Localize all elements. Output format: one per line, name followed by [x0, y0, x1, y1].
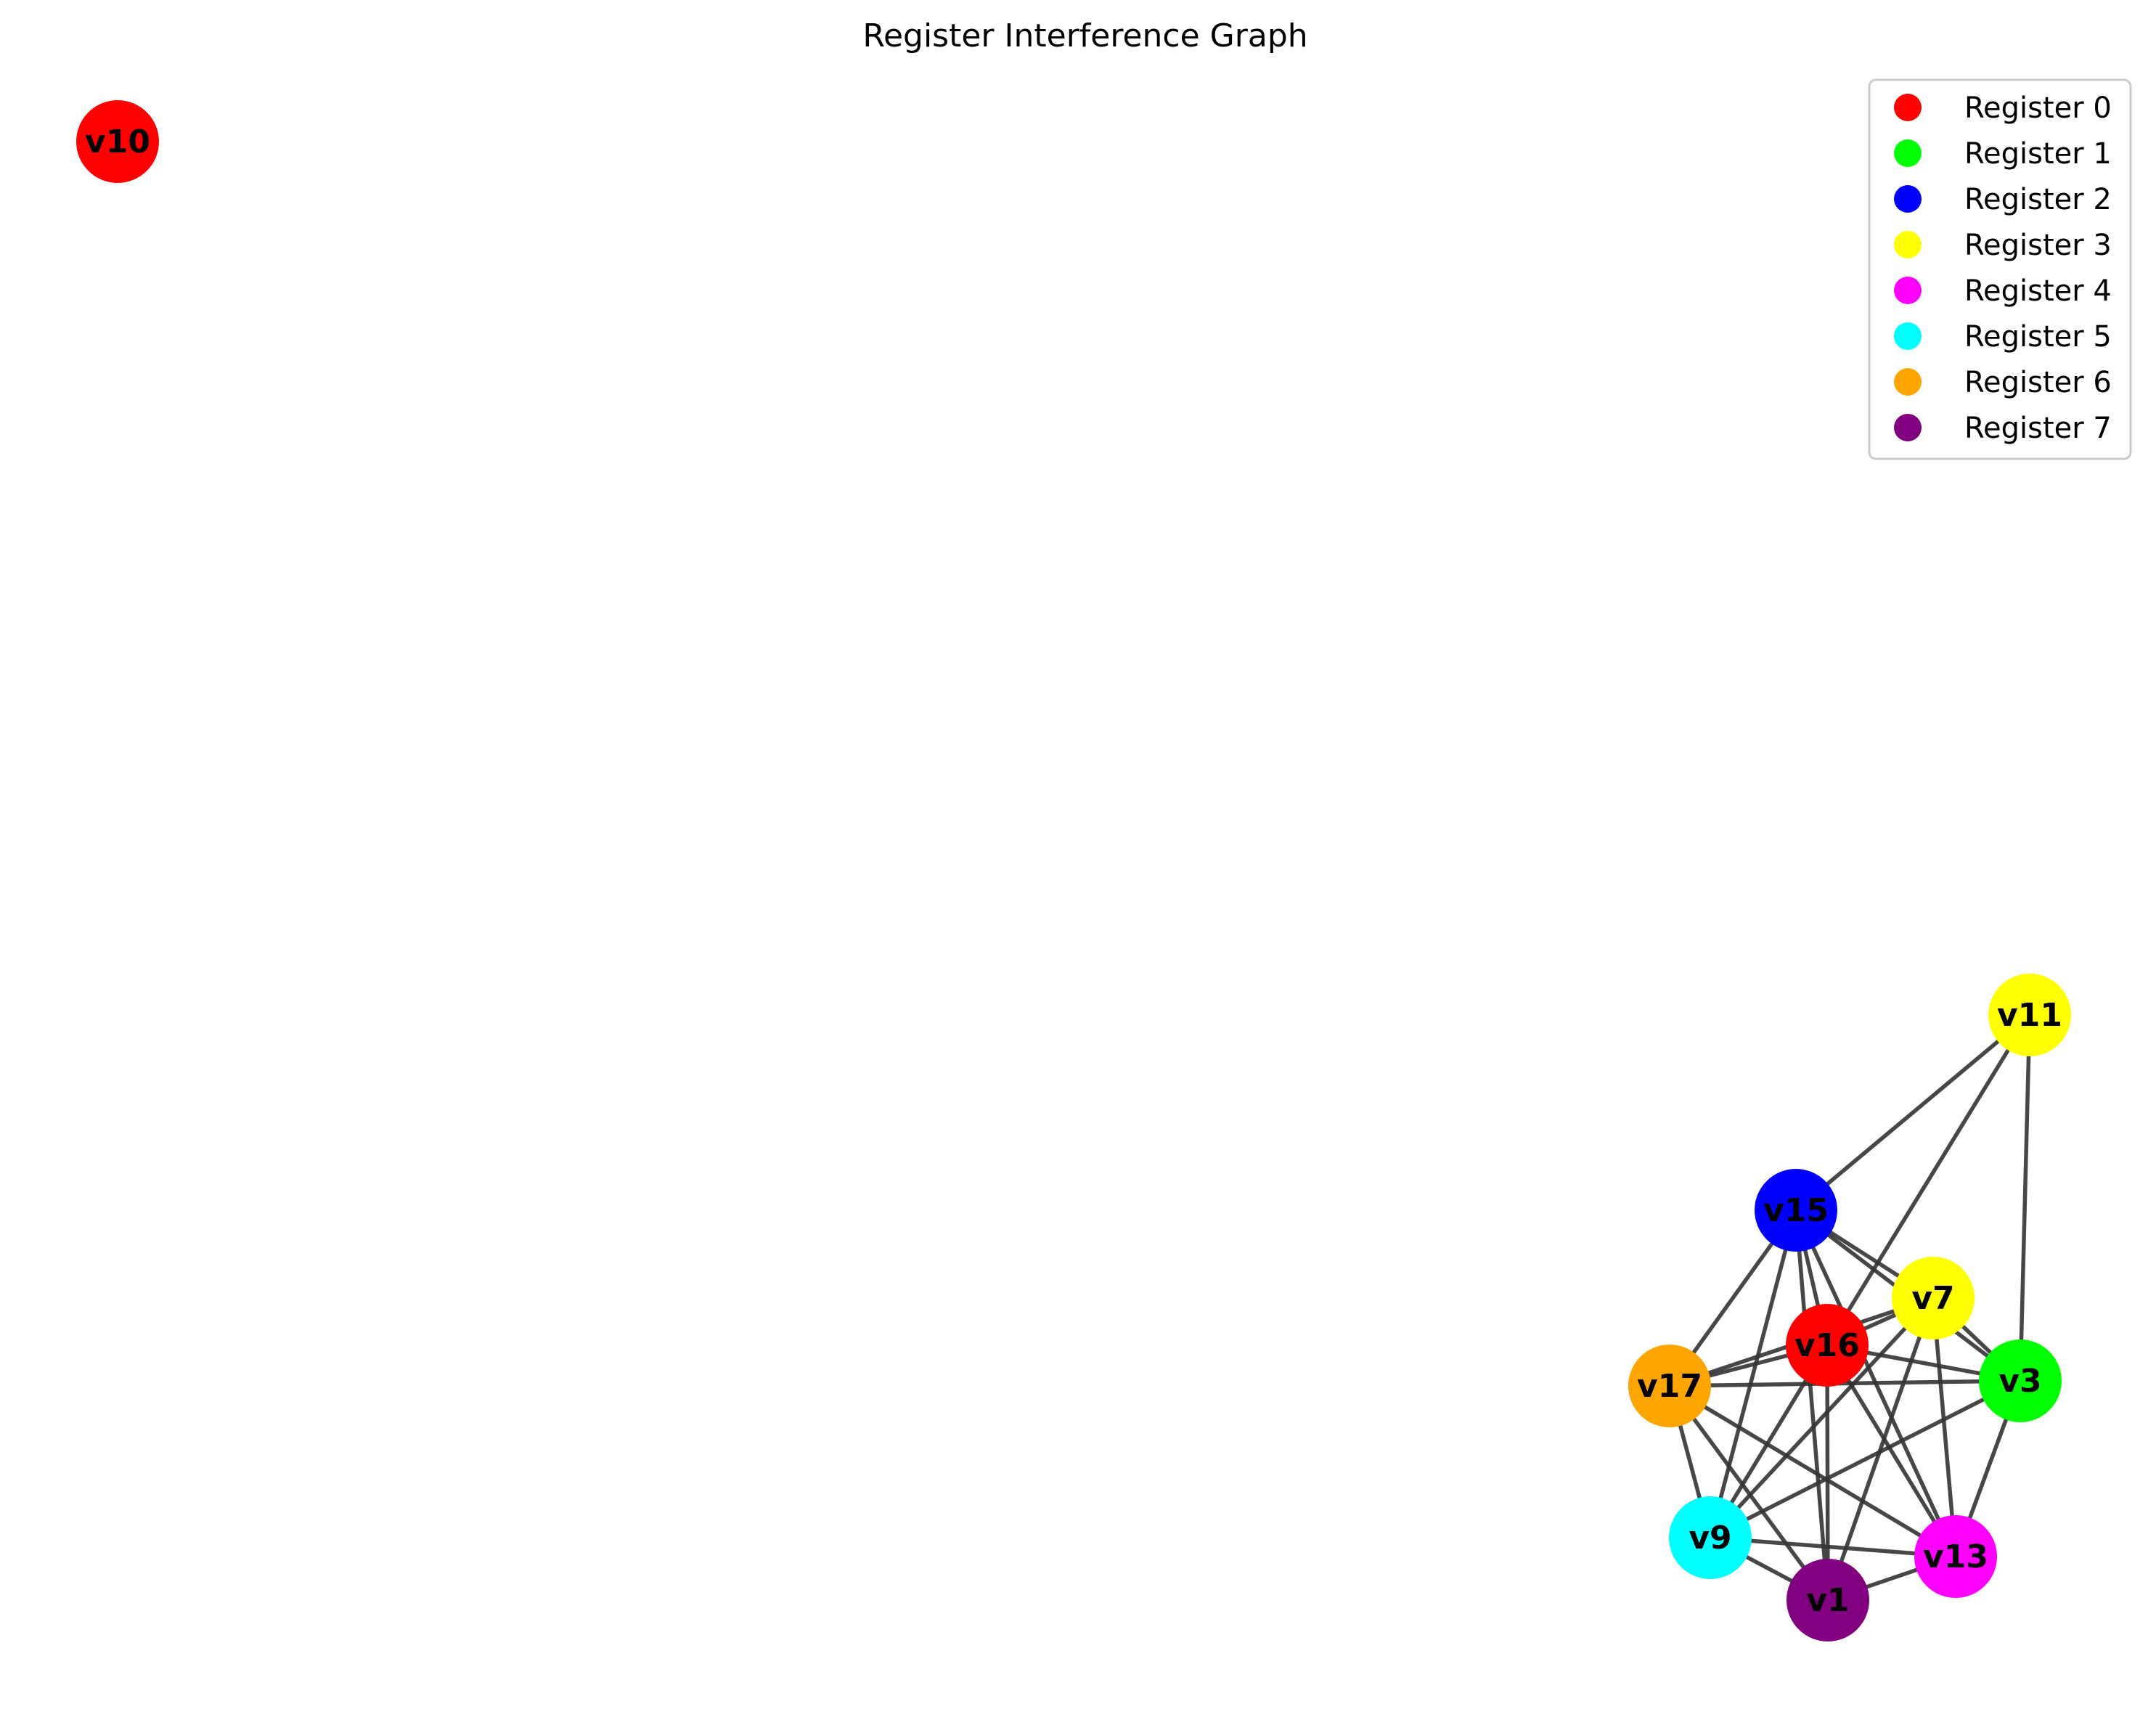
node-v11: v11 — [1988, 974, 2071, 1056]
node-label-v11: v11 — [1997, 997, 2062, 1034]
node-label-v13: v13 — [1923, 1538, 1988, 1575]
node-circle-v1 — [1787, 1559, 1869, 1641]
legend-frame — [1868, 78, 2132, 460]
edge-v7-v13 — [1931, 1297, 1958, 1557]
edge-v17-v1 — [1667, 1384, 1830, 1602]
node-v17: v17 — [1628, 1345, 1711, 1427]
legend-marker-0 — [1894, 94, 1922, 121]
node-label-v10: v10 — [85, 123, 150, 160]
edge-v11-v15 — [1794, 1013, 2031, 1212]
node-circle-v9 — [1669, 1496, 1752, 1579]
edge-v15-v9 — [1708, 1210, 1798, 1538]
node-label-v16: v16 — [1794, 1327, 1860, 1364]
edge-v7-v9 — [1708, 1297, 1935, 1539]
legend-label-6: Register 6 — [1964, 366, 2112, 399]
legend-marker-3 — [1894, 231, 1922, 258]
node-circle-v13 — [1914, 1515, 1997, 1598]
legend-label-4: Register 4 — [1964, 274, 2112, 308]
node-circle-v17 — [1628, 1345, 1711, 1427]
edge-v11-v3 — [2018, 1014, 2032, 1382]
node-v3: v3 — [1979, 1339, 2062, 1422]
legend-label-3: Register 3 — [1964, 229, 2112, 262]
edge-v3-v17 — [1669, 1379, 2021, 1388]
node-circle-v15 — [1755, 1169, 1837, 1252]
legend: Register 0 Register 1 Register 2 Register 3… — [1868, 78, 2132, 460]
node-circle-v16 — [1786, 1304, 1869, 1387]
node-circle-v3 — [1979, 1339, 2062, 1422]
node-v9: v9 — [1669, 1496, 1752, 1579]
legend-label-7: Register 7 — [1964, 412, 2112, 445]
nodes-layer: v10 v11 v15 v7 v16 v3 v17 v9 v13 v1 — [76, 100, 2071, 1641]
node-label-v15: v15 — [1763, 1192, 1829, 1229]
legend-marker-2 — [1894, 185, 1922, 213]
node-v16: v16 — [1786, 1304, 1869, 1387]
node-v15: v15 — [1755, 1169, 1837, 1252]
graph-title: Register Interference Graph — [862, 17, 1307, 54]
node-v13: v13 — [1914, 1515, 1997, 1598]
legend-marker-6 — [1894, 368, 1922, 396]
node-label-v1: v1 — [1806, 1582, 1849, 1619]
node-v1: v1 — [1787, 1559, 1869, 1641]
node-v7: v7 — [1892, 1257, 1975, 1339]
node-circle-v10 — [76, 100, 159, 183]
legend-marker-4 — [1894, 277, 1922, 304]
legend-label-1: Register 1 — [1964, 137, 2112, 171]
edge-v17-v13 — [1668, 1384, 1957, 1559]
node-label-v3: v3 — [1998, 1363, 2041, 1400]
legend-marker-5 — [1894, 322, 1922, 350]
edge-v15-v1 — [1794, 1210, 1830, 1601]
legend-label-2: Register 2 — [1964, 183, 2112, 216]
legend-label-5: Register 5 — [1964, 320, 2112, 354]
legend-marker-1 — [1894, 139, 1922, 167]
legend-label-0: Register 0 — [1964, 91, 2112, 125]
node-v10: v10 — [76, 100, 159, 183]
node-circle-v11 — [1988, 974, 2071, 1056]
node-label-v7: v7 — [1911, 1280, 1954, 1317]
legend-marker-7 — [1894, 414, 1922, 441]
node-circle-v7 — [1892, 1257, 1975, 1339]
edge-v11-v16 — [1825, 1014, 2032, 1347]
edge-v16-v1 — [1825, 1345, 1830, 1601]
node-label-v17: v17 — [1637, 1368, 1702, 1405]
node-label-v9: v9 — [1689, 1520, 1731, 1557]
